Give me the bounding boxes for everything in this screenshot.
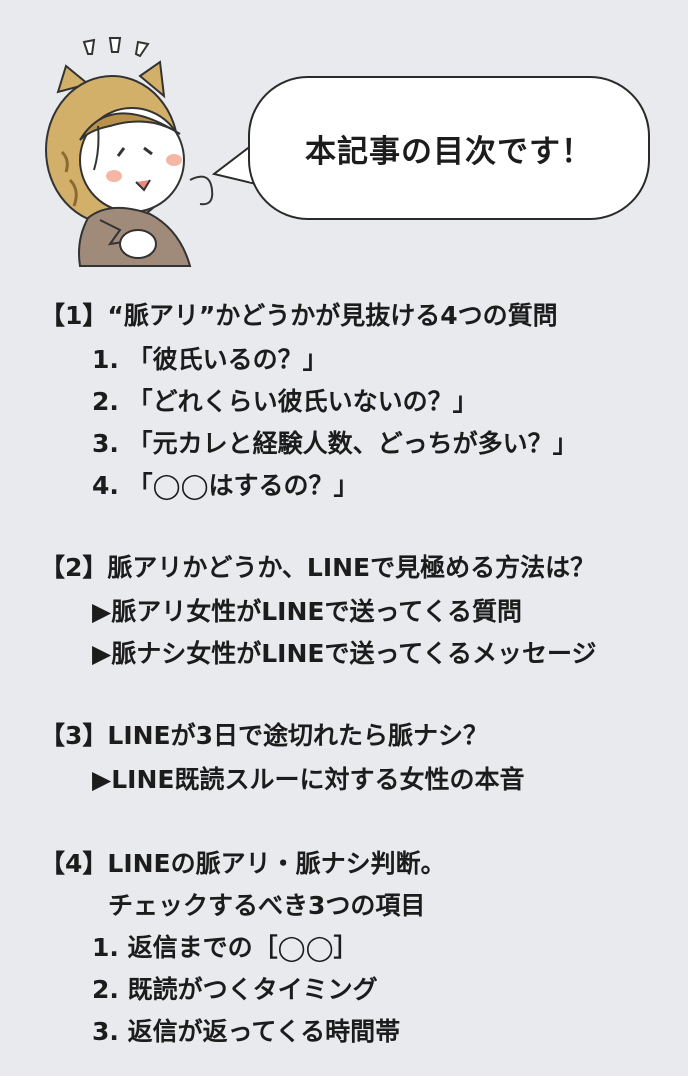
cat-girl-illustration bbox=[45, 37, 214, 267]
toc-section-2-title: 【2】脈アリかどうか、LINEで見極める方法は？ bbox=[40, 553, 596, 582]
toc-item: 1. 「彼氏いるの？」 bbox=[92, 345, 328, 374]
toc-item: 3. 「元カレと経験人数、どっちが多い？」 bbox=[92, 429, 578, 458]
toc-section-3-title: 【3】LINEが3日で途切れたら脈ナシ？ bbox=[40, 721, 489, 750]
toc-item: ▶LINE既読スルーに対する女性の本音 bbox=[92, 765, 525, 794]
toc-item: 1. 返信までの［◯◯］ bbox=[92, 933, 359, 962]
speech-bubble: 本記事の目次です！ bbox=[248, 76, 650, 220]
toc-section-1-title: 【1】“脈アリ”かどうかが見抜ける4つの質問 bbox=[40, 301, 558, 330]
toc-item: 2. 「どれくらい彼氏いないの？」 bbox=[92, 387, 478, 416]
toc-section-4-title: 【4】LINEの脈アリ・脈ナシ判断。 bbox=[40, 849, 446, 878]
speech-bubble-text: 本記事の目次です！ bbox=[305, 133, 593, 170]
toc-item: ▶脈アリ女性がLINEで送ってくる質問 bbox=[92, 597, 522, 626]
toc-item: ▶脈ナシ女性がLINEで送ってくるメッセージ bbox=[92, 639, 597, 668]
toc-section-4-title-continued: チェックするべき3つの項目 bbox=[108, 891, 426, 920]
stress-marks-icon bbox=[82, 37, 150, 58]
toc-item: 3. 返信が返ってくる時間帯 bbox=[92, 1017, 401, 1046]
toc-item: 4. 「◯◯はするの？」 bbox=[92, 471, 359, 500]
toc-item: 2. 既読がつくタイミング bbox=[92, 975, 378, 1004]
